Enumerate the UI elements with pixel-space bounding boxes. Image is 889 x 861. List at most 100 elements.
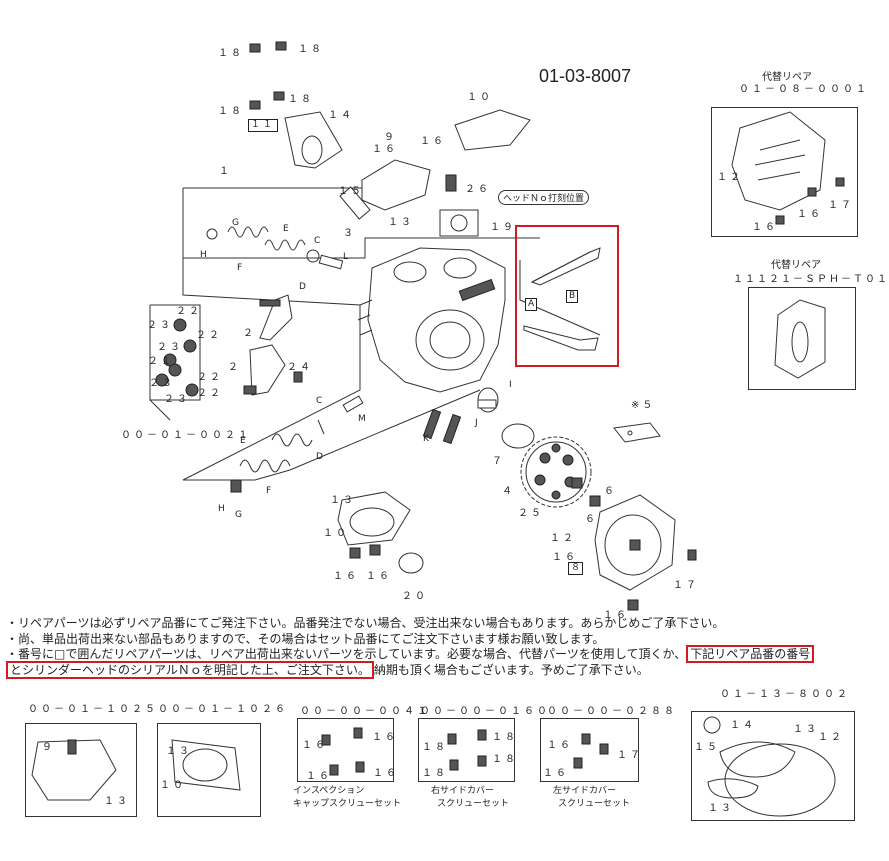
callout: １２ [717,172,743,183]
note-highlight-2: とシリンダーヘッドのシリアルＮｏを明記した上、ご注文下さい。 [6,660,374,679]
callout: E [283,224,289,234]
callout: ２０ [402,591,428,602]
callout-boxed: ８ [568,562,584,575]
callout: １８ [298,44,324,55]
callout: ２２ [197,372,223,383]
bolt-18b [249,91,285,110]
callout: K [423,434,429,444]
callout: J [475,418,478,428]
callout: １８ [288,94,314,105]
callout: G [235,510,242,520]
cam-sprocket [520,436,592,508]
kit-caption-2: キャップスクリューセット [293,799,402,809]
callout: １６ [752,222,778,233]
callout: １３ [330,495,356,506]
callout: F [266,486,272,496]
o-ring-7 [501,423,535,449]
callout: １６ [333,571,359,582]
callout: １８ [422,742,448,753]
callout: ２ [228,362,241,373]
callout: １９ [490,222,516,233]
callout: ３ [343,228,356,239]
callout: １３ [388,217,414,228]
gasket-set [703,716,836,817]
callout-boxed: １１ [248,119,279,132]
callout: H [200,250,207,260]
callout: ２３ [157,342,183,353]
kit-box-6 [691,711,855,821]
acorn-nuts [155,318,199,397]
callout: １６ [543,768,569,779]
callout: ２３ [147,320,173,331]
callout: １７ [617,750,643,761]
callout: ６ [604,486,617,497]
callout: ４ [502,486,515,497]
callout: ２３ [149,378,175,389]
callout: C [316,396,323,406]
rocker-arm [259,294,293,341]
bolt-set-2 [447,729,487,771]
callout: ２２ [197,388,223,399]
callout: I [509,380,512,390]
kit-box-2 [157,723,261,817]
callout: １２ [550,533,576,544]
bolt-18a [249,41,287,53]
callout: E [240,436,246,446]
bolt-set-1 [321,727,365,776]
callout: ２２ [196,330,222,341]
head-no-stamp-label: ヘッドＮｏ打刻位置 [498,190,590,205]
callout: ７ [492,456,505,467]
callout: １６ [547,740,573,751]
callout: １０ [160,780,186,791]
callout: １５ [338,186,364,197]
callout: G [232,218,239,228]
kit-caption-1: 右サイドカバー [431,786,495,796]
kit-box-3 [297,718,394,782]
callout: D [316,452,323,462]
note-line-3a: ・番号に□で囲んだリペアパーツは、リペア出荷出来ないパーツを示しています。必要な… [6,647,687,661]
part-number-left: ００－０１－００２１ [121,430,251,441]
repair-mid-title: 代替リペア [771,260,821,271]
callout: １８ [492,732,518,743]
callout: １０ [467,92,493,103]
kit-part-no: ００－００－０１６０ [420,706,550,717]
cover-9 [361,159,431,211]
kit-part-no: ００－００－０２８８ [547,706,677,717]
kit-box-4 [418,718,515,782]
callout: １８ [492,754,518,765]
callout: １８ [218,48,244,59]
callout: １３ [104,796,130,807]
kit-caption-1: インスペクション [293,786,365,796]
valve-springs-upper [206,226,344,270]
kit-part-no: ００－００－００４１ [300,706,430,717]
callout: ２２ [176,306,202,317]
callout: １６ [797,209,823,220]
callout: １３ [166,746,192,757]
callout: ９ [42,742,55,753]
callout: １０ [323,528,349,539]
repair-top-title: 代替リペア [762,72,812,83]
callout: L [343,252,349,262]
cylinder-head [357,247,506,393]
callout: D [299,282,306,292]
kit-part-no: ００－０１－１０２５ [28,704,158,715]
callout: ２１ [148,356,174,367]
side-cover [571,477,697,611]
callout: ２３ [164,394,190,405]
callout: ６ [585,514,598,525]
order-notes: ・リペアパーツは必ずリペア品番にてご発注下さい。品番発注でない場合、受注出来ない… [6,616,856,679]
repair-top-box [711,107,858,237]
callout-A: A [525,298,538,311]
callout: ２６ [465,184,491,195]
callout: １６ [366,571,392,582]
callout-B: B [566,290,579,303]
kit-box-5 [540,718,639,782]
callout: １６ [373,768,399,779]
callout: １７ [828,200,854,211]
kit-caption-1: 左サイドカバー [553,786,617,796]
callout: ９ [384,132,397,143]
valve-highlight-box [515,225,619,367]
kit-caption-2: スクリューセット [437,799,510,809]
callout: １６ [372,732,398,743]
callout: １３ [708,803,734,814]
